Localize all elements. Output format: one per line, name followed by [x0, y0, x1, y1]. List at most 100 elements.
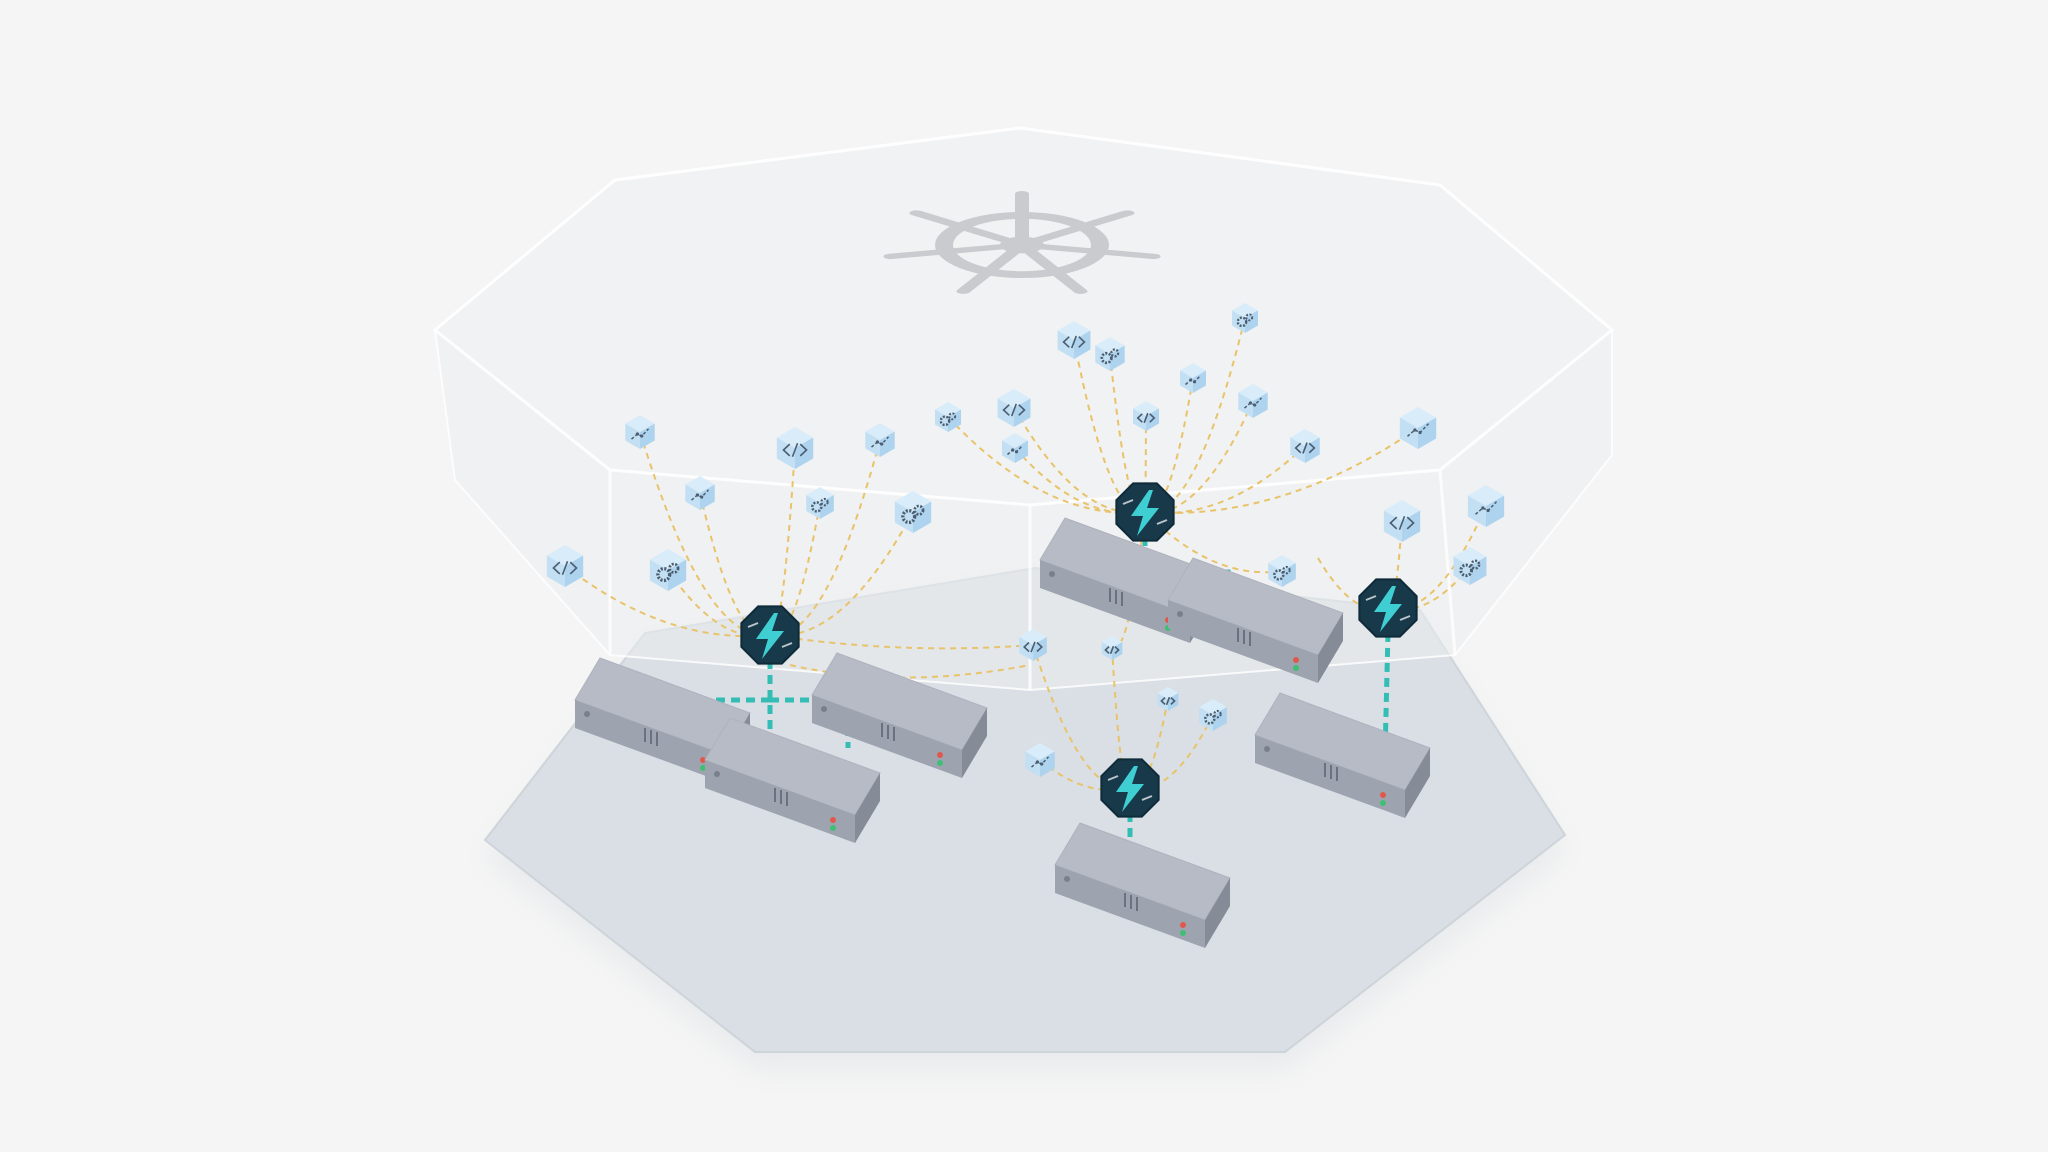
trend-polyline	[1185, 374, 1202, 386]
gear-large	[1459, 563, 1474, 578]
code-bracket-left	[552, 561, 561, 575]
code-brackets-icon	[1294, 442, 1316, 454]
gear-small	[1245, 313, 1254, 322]
code-brackets-icon	[1002, 403, 1026, 417]
trend-dot	[1481, 506, 1485, 510]
server-led-green	[1380, 800, 1386, 806]
gear-small	[668, 562, 680, 574]
server-screw	[821, 706, 827, 712]
code-bracket-right	[1170, 697, 1176, 705]
code-bracket-left	[1023, 641, 1030, 653]
server-led-red	[830, 817, 836, 823]
hub-left	[740, 605, 800, 665]
gear-large	[901, 508, 917, 525]
trend-line-icon	[1185, 374, 1202, 386]
code-brackets-icon	[1160, 696, 1176, 706]
hub-top	[1115, 482, 1175, 542]
function-cube-13	[935, 402, 961, 432]
function-link-18	[1144, 400, 1254, 514]
code-bracket-left	[1136, 413, 1143, 423]
helm-spoke	[909, 210, 1029, 248]
function-cube-10	[1057, 321, 1091, 359]
trend-dot	[700, 495, 704, 499]
function-cube-1	[625, 415, 655, 449]
server-led-green	[700, 765, 706, 771]
code-slash	[1070, 335, 1078, 349]
code-bracket-right	[1036, 641, 1043, 653]
helm-wheel-icon	[883, 191, 1161, 294]
gear-small	[1213, 709, 1222, 719]
server-led-red	[700, 757, 706, 763]
code-bracket-left	[1389, 516, 1398, 530]
function-cube-3	[865, 423, 895, 457]
cube-left-face	[1025, 751, 1040, 777]
cube-right-face	[1040, 751, 1055, 777]
helm-spoke	[883, 242, 1029, 260]
trend-dot	[1011, 448, 1015, 452]
function-cube-27	[1025, 743, 1055, 777]
trend-polyline	[631, 428, 650, 440]
gear-small	[1470, 559, 1481, 570]
trend-polyline	[1007, 444, 1024, 456]
cube-top-face	[1133, 401, 1159, 416]
code-slash	[1010, 403, 1018, 417]
gears-icon	[939, 412, 957, 427]
lightning-bolt-icon	[1122, 490, 1168, 536]
trend-line-icon	[631, 428, 650, 440]
function-cube-5	[806, 487, 834, 519]
code-brackets-icon	[1104, 645, 1120, 655]
gear-large	[811, 501, 823, 513]
cube-left-face	[685, 484, 700, 510]
trend-polyline	[1244, 397, 1263, 409]
lightning-bolt-icon	[1107, 766, 1153, 812]
cube-right-face	[1193, 370, 1206, 393]
cube-right-face	[1282, 563, 1296, 587]
server-side-face	[962, 708, 987, 778]
function-cube-8	[649, 549, 687, 591]
code-slash	[1143, 412, 1149, 424]
gears-icon	[1273, 565, 1291, 581]
server-screw	[1064, 876, 1070, 882]
code-slash	[1109, 645, 1115, 655]
gear-small	[913, 504, 925, 516]
trend-dot	[695, 493, 700, 497]
function-cube-4	[685, 476, 715, 510]
gear-large	[939, 415, 951, 427]
cube-left-face	[865, 431, 880, 457]
gears-icon	[811, 497, 829, 513]
gear-large	[1100, 351, 1113, 365]
server-6	[1254, 692, 1431, 818]
trend-dot	[1035, 760, 1040, 764]
helm-spoke	[1015, 210, 1135, 248]
function-cube-17	[1180, 363, 1206, 393]
cube-right-face	[880, 431, 895, 457]
bolt-shape	[756, 613, 784, 659]
server-side-face	[1405, 748, 1430, 818]
code-bracket-right	[1308, 442, 1316, 454]
function-cube-20	[1399, 407, 1437, 449]
trend-line-icon	[1244, 397, 1263, 409]
function-cube-12	[1232, 303, 1258, 333]
code-slash	[561, 560, 569, 576]
function-cube-29	[1199, 699, 1227, 731]
server-led-red	[937, 752, 943, 758]
function-cube-14	[997, 389, 1031, 427]
code-bracket-left	[1062, 336, 1070, 348]
cube-left-face	[1268, 563, 1282, 587]
gears-icon	[1236, 313, 1254, 328]
gear-large	[1273, 569, 1285, 581]
trend-line-icon	[871, 436, 890, 448]
function-cube-2	[776, 427, 814, 469]
function-link-30	[1032, 644, 1131, 790]
glass-edge-3	[1438, 469, 1457, 656]
function-cube-11	[1095, 337, 1125, 371]
trend-dot	[875, 440, 880, 444]
trend-line-icon	[1475, 501, 1498, 515]
cube-left-face	[649, 559, 668, 591]
code-bracket-right	[799, 443, 808, 457]
function-link-31	[1111, 647, 1131, 790]
code-bracket-right	[569, 561, 578, 575]
server-side-face	[1318, 613, 1343, 683]
hub-right	[1358, 578, 1418, 638]
trend-dot	[635, 432, 640, 436]
